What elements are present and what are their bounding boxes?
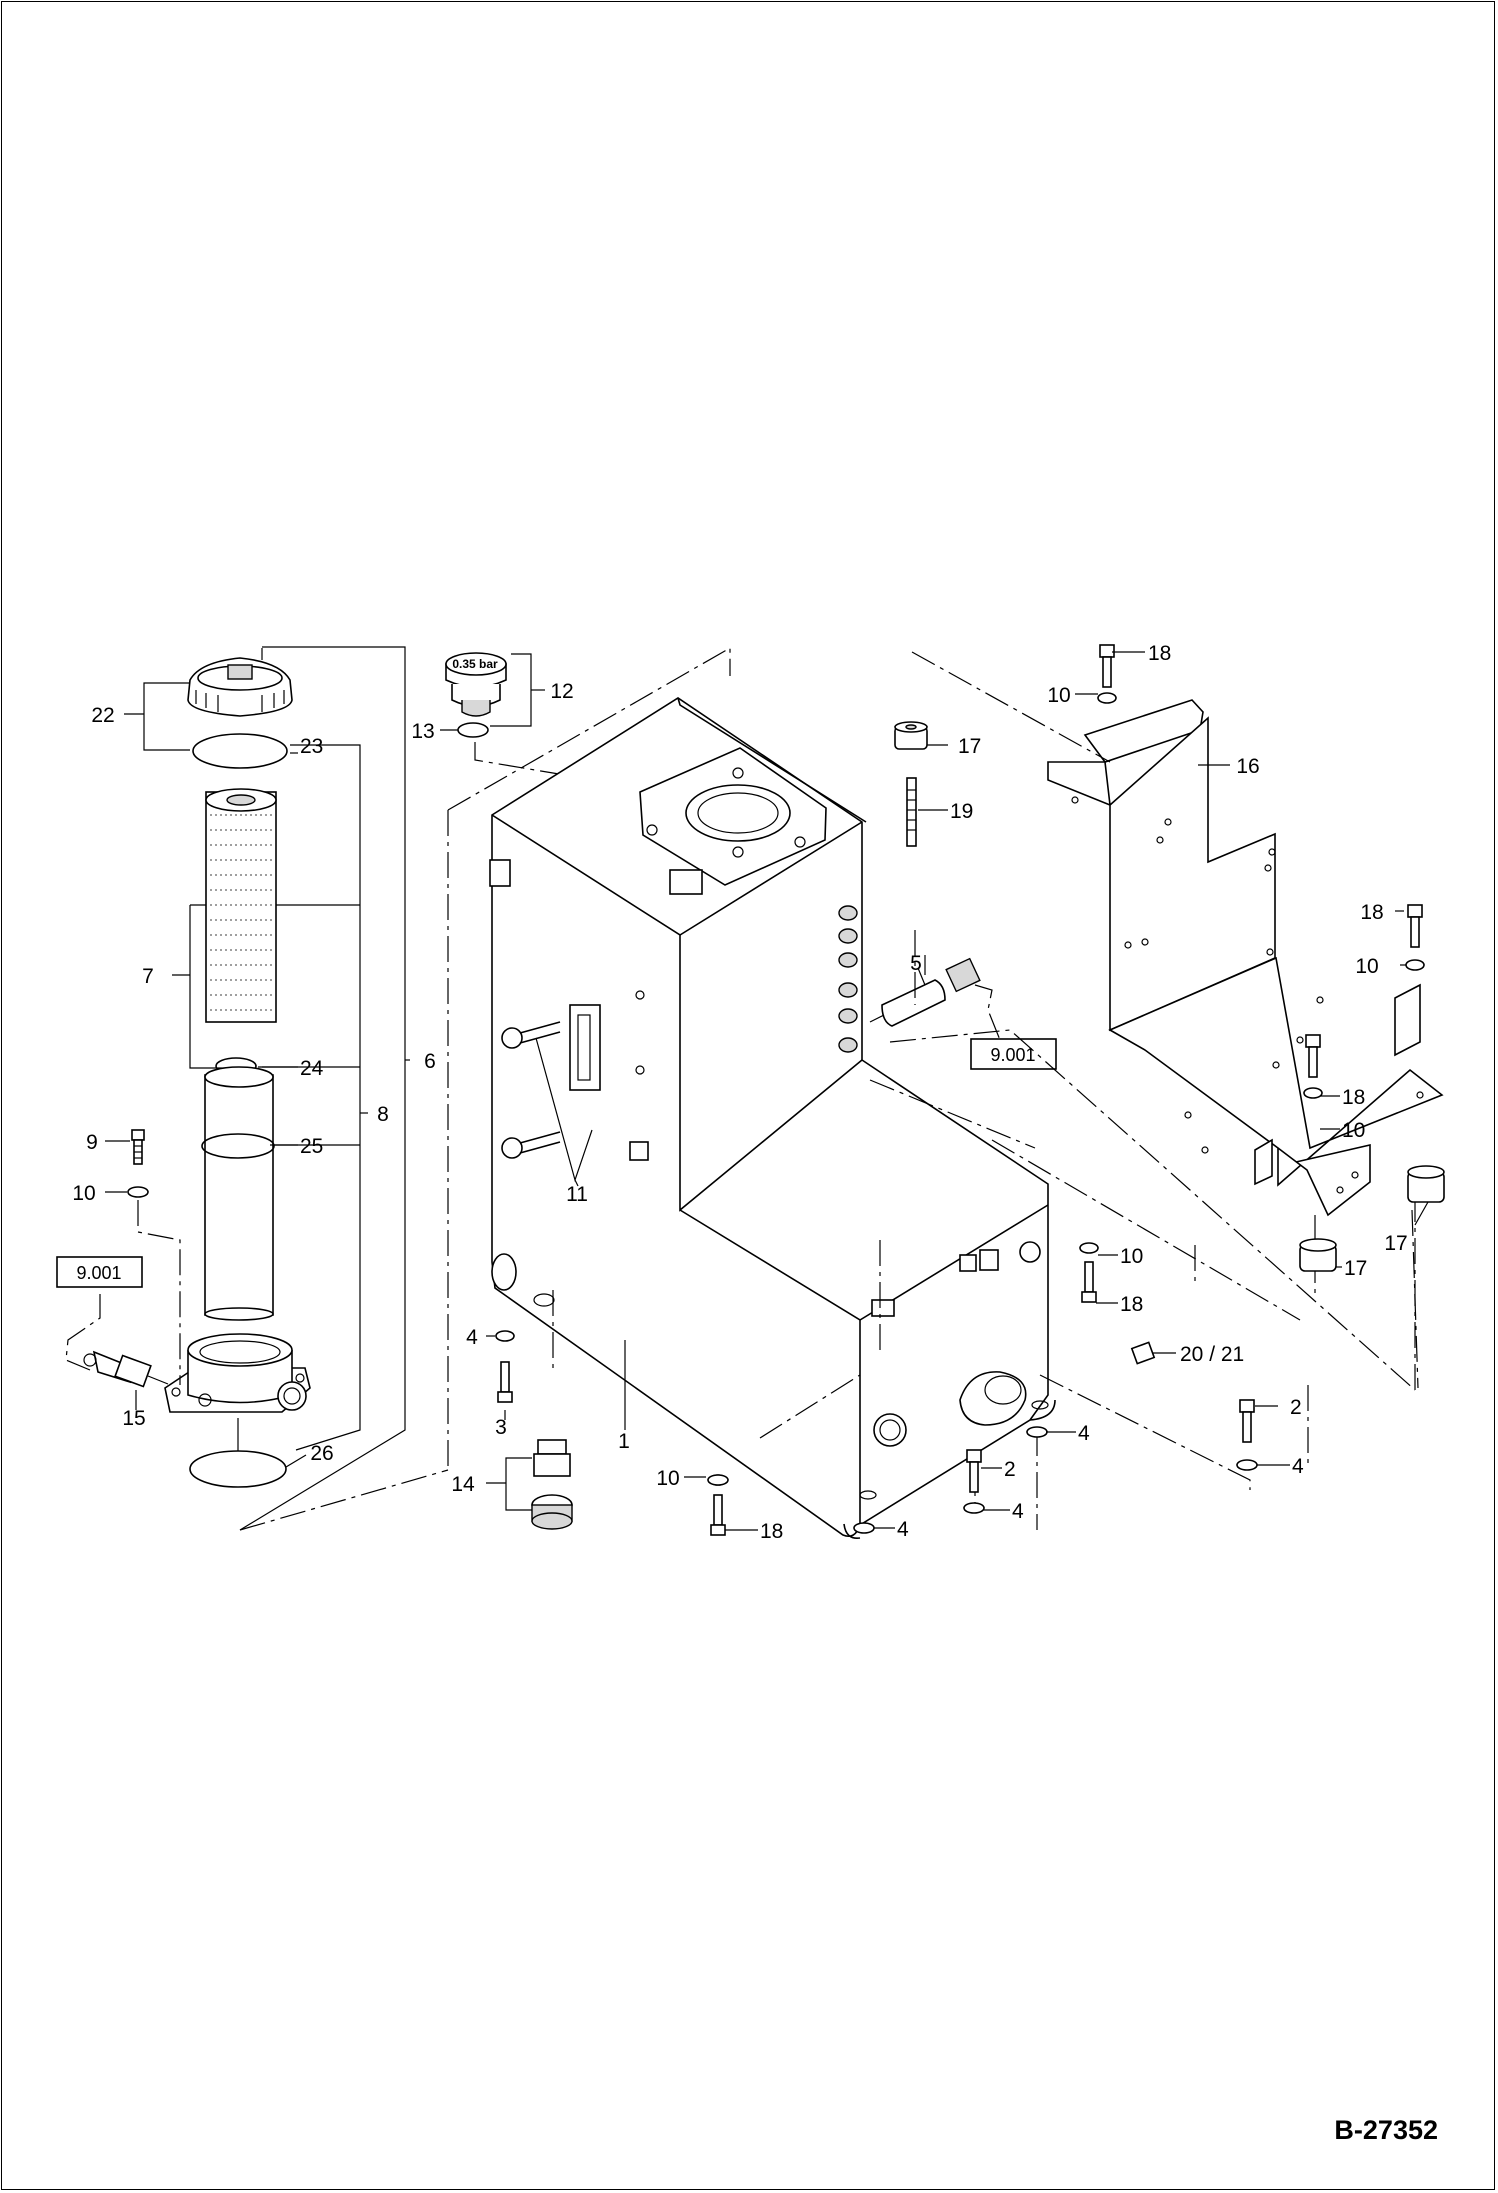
callout-3: 3: [495, 1416, 507, 1439]
callout-22: 22: [91, 704, 114, 727]
filter-head: [164, 1333, 311, 1413]
filter-cap: [187, 657, 293, 717]
callout-4: 4: [1292, 1455, 1304, 1478]
callout-5: 5: [910, 952, 922, 975]
callout-24: 24: [300, 1057, 324, 1080]
cross-reference-label: 9.001: [990, 1045, 1035, 1065]
callout-4: 4: [466, 1326, 478, 1349]
callout-18: 18: [1342, 1086, 1365, 1109]
pressure-rating: 0.35 bar: [452, 657, 498, 671]
filter-bowl: [201, 1066, 275, 1321]
callout-16: 16: [1236, 755, 1259, 778]
callout-18: 18: [1360, 901, 1383, 924]
callout-6: 6: [424, 1050, 436, 1073]
callout-2: 2: [1290, 1396, 1302, 1419]
cross-reference-box: [970, 1038, 1057, 1070]
callout-26: 26: [310, 1442, 333, 1465]
rubber-mount: [894, 721, 928, 750]
bolt: [1097, 644, 1117, 704]
callout-17: 17: [958, 735, 981, 758]
level-sensor: [869, 957, 1001, 1041]
callout-10: 10: [656, 1467, 679, 1490]
callout-12: 12: [550, 680, 573, 703]
o-ring: [189, 1450, 287, 1488]
mounting-bracket: [1047, 699, 1444, 1217]
hydraulic-tank: [239, 646, 1056, 1540]
bolt: [501, 1021, 561, 1159]
callout-8: 8: [377, 1103, 389, 1126]
callout-1: 1: [618, 1430, 630, 1453]
port-fittings: [838, 905, 858, 1053]
callout-10: 10: [72, 1182, 95, 1205]
document-id: B-27352: [1334, 2115, 1438, 2145]
rubber-mount: [1299, 1238, 1337, 1272]
callout-9: 9: [86, 1131, 98, 1154]
callout-10: 10: [1342, 1119, 1365, 1142]
callout-2: 2: [1004, 1458, 1016, 1481]
callout-15: 15: [122, 1407, 145, 1430]
callout-17: 17: [1384, 1232, 1407, 1255]
bolt: [1405, 904, 1425, 971]
callout-25: 25: [300, 1135, 323, 1158]
rubber-mount: [1407, 1165, 1445, 1203]
callout-4: 4: [1012, 1500, 1024, 1523]
threaded-rod: [906, 777, 917, 847]
pressure-switch: [83, 1350, 169, 1410]
bolt: [495, 1330, 515, 1403]
callout-18: 18: [760, 1520, 783, 1543]
callout-18: 18: [1120, 1293, 1143, 1316]
o-ring: [192, 733, 288, 769]
callout-10: 10: [1047, 684, 1070, 707]
callout-11: 11: [566, 1183, 588, 1206]
bolt: [1303, 1034, 1323, 1099]
callout-17: 17: [1344, 1257, 1367, 1280]
callout-10: 10: [1120, 1245, 1143, 1268]
callout-18: 18: [1148, 642, 1171, 665]
callout-4: 4: [1078, 1422, 1090, 1445]
cross-reference-label: 9.001: [76, 1263, 121, 1283]
callout-4: 4: [897, 1518, 909, 1541]
callout-14: 14: [451, 1473, 475, 1496]
breather-assembly: [440, 652, 656, 850]
bolt: [1236, 1399, 1258, 1471]
cross-reference-box: [56, 1256, 143, 1288]
filter-element: [205, 788, 277, 1023]
callout-7: 7: [142, 965, 154, 988]
bolt: [1079, 1242, 1099, 1303]
filter-assembly: [65, 646, 410, 1531]
callout-23: 23: [300, 735, 323, 758]
callout-13: 13: [411, 720, 434, 743]
callout-19: 19: [950, 800, 973, 823]
callouts: 1 2 2 3 4 4 4 4 4 5 6 7 8 9 10 10 10 10 …: [72, 642, 1407, 1543]
bolt: [963, 1449, 985, 1514]
callout-10: 10: [1355, 955, 1378, 978]
screw: [131, 1129, 145, 1165]
drain-plug: [531, 1439, 573, 1530]
callout-20-21: 20 / 21: [1180, 1343, 1244, 1366]
